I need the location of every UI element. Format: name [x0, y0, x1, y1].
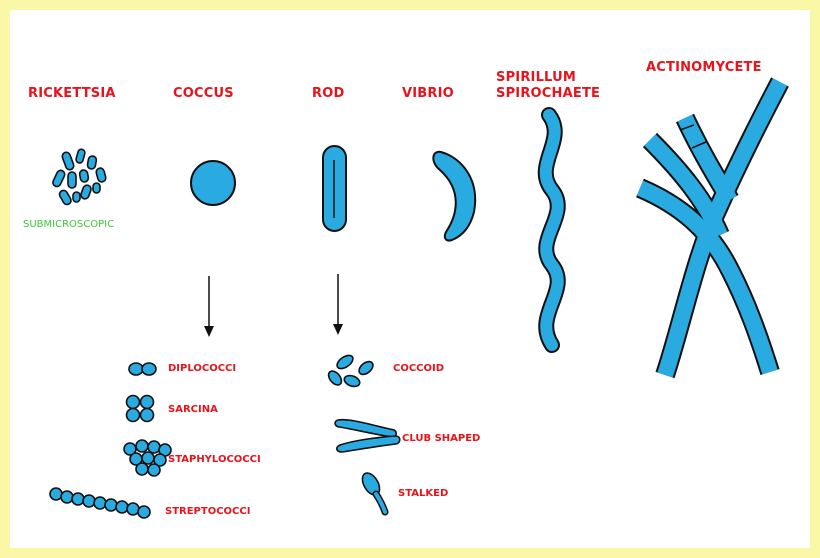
label-diplococci: DIPLOCOCCI: [168, 363, 236, 374]
vibrio-cell: [433, 152, 475, 241]
label-spirillum: SPIRILLUM: [496, 70, 576, 85]
rod-arrow: [333, 274, 343, 335]
rickettsia-cells: [52, 148, 107, 205]
label-submicroscopic: SUBMICROSCOPIC: [23, 219, 114, 230]
label-staphylococci: STAPHYLOCOCCI: [168, 454, 261, 465]
label-club-shaped: CLUB SHAPED: [402, 433, 480, 444]
stalked-cell: [359, 470, 385, 512]
coccus-arrow: [204, 276, 214, 337]
coccus-cell: [191, 161, 235, 205]
label-spirochaete: SPIROCHAETE: [496, 86, 600, 101]
label-coccoid: COCCOID: [393, 363, 444, 374]
label-stalked: STALKED: [398, 488, 448, 499]
label-coccus: COCCUS: [173, 86, 234, 101]
label-actinomycete: ACTINOMYCETE: [646, 60, 762, 75]
club-shaped-cells: [335, 420, 400, 452]
sarcina-cells: [127, 396, 154, 422]
staphylococci-cells: [124, 440, 171, 476]
label-streptococci: STREPTOCOCCI: [165, 506, 250, 517]
diplococci-cells: [129, 363, 156, 375]
label-sarcina: SARCINA: [168, 404, 218, 415]
label-vibrio: VIBRIO: [402, 86, 454, 101]
spirillum-cell: [546, 115, 558, 345]
streptococci-cells: [50, 488, 150, 518]
label-rod: ROD: [312, 86, 344, 101]
label-rickettsia: RICKETTSIA: [28, 86, 116, 101]
actinomycete-filaments: [640, 82, 780, 375]
coccoid-cells: [326, 353, 375, 389]
